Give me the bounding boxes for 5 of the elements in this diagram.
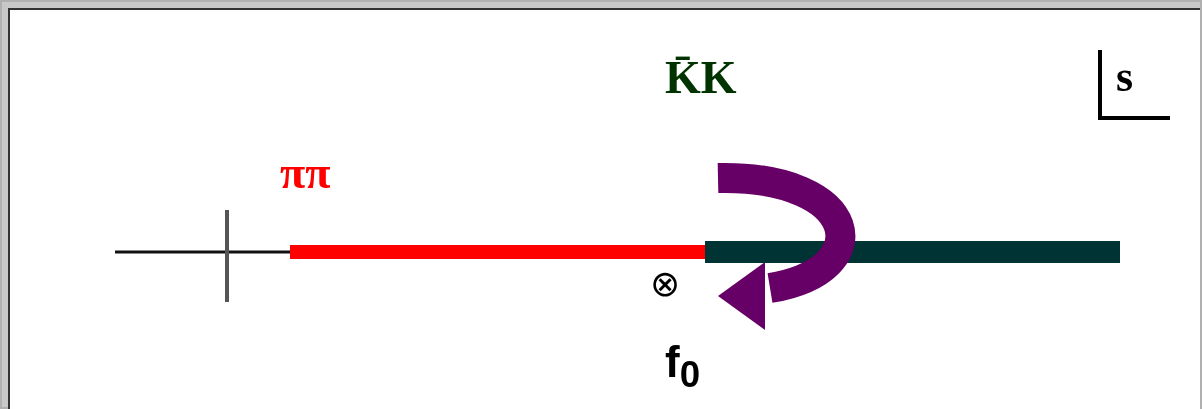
channel-label: K̄K [665, 55, 737, 101]
resonance-label: f$_{0}$ [665, 340, 701, 394]
channel-label: ππ [280, 150, 331, 196]
pole-marker: ⊗ [650, 266, 681, 302]
variable-label: s [1116, 55, 1134, 99]
